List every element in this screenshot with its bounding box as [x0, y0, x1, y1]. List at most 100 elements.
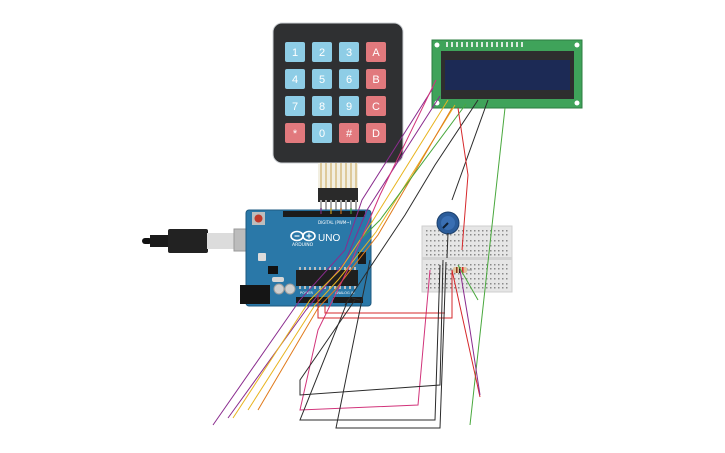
keypad-key-5[interactable]: [312, 69, 332, 89]
lcd-mount-hole: [574, 100, 580, 106]
keypad-key-B[interactable]: [366, 69, 386, 89]
keypad-arduino-wires: [320, 208, 352, 214]
wires: [212, 79, 506, 429]
wire-magenta: [299, 79, 437, 411]
breadboard-hole: [450, 268, 452, 270]
potentiometer[interactable]: [436, 211, 460, 235]
breadboard-hole: [446, 283, 448, 285]
breadboard-hole: [434, 240, 436, 242]
keypad-key-label: *: [293, 128, 298, 140]
breadboard-hole: [426, 268, 428, 270]
keypad-key-7[interactable]: [285, 96, 305, 116]
breadboard-hole: [426, 287, 428, 289]
breadboard-hole: [442, 254, 444, 256]
breadboard-hole: [486, 234, 488, 236]
keypad-key-3[interactable]: [339, 42, 359, 62]
breadboard-hole: [490, 283, 492, 285]
keypad-connector-pins: [320, 200, 357, 210]
breadboard-hole: [474, 234, 476, 236]
breadboard-hole: [466, 250, 468, 252]
breadboard-hole: [434, 283, 436, 285]
keypad-key-2[interactable]: [312, 42, 332, 62]
breadboard-hole: [502, 250, 504, 252]
breadboard-hole: [446, 234, 448, 236]
wire-red: [457, 107, 469, 251]
keypad-key-6[interactable]: [339, 69, 359, 89]
breadboard-hole: [462, 254, 464, 256]
breadboard-hole: [506, 273, 508, 275]
keypad-key-label: 9: [346, 101, 352, 113]
wire-red: [317, 269, 481, 398]
digital-header: [283, 211, 365, 217]
breadboard-hole: [462, 278, 464, 280]
breadboard-hole: [506, 264, 508, 266]
breadboard-hole: [502, 240, 504, 242]
keypad-key-9[interactable]: [339, 96, 359, 116]
breadboard-hole: [450, 245, 452, 247]
wire-black: [451, 99, 489, 201]
breadboard-hole: [426, 230, 428, 232]
breadboard-hole: [498, 283, 500, 285]
keypad-key-A[interactable]: [366, 42, 386, 62]
breadboard-hole: [494, 278, 496, 280]
breadboard-hole: [438, 234, 440, 236]
lcd-module[interactable]: [431, 39, 583, 109]
breadboard[interactable]: [421, 225, 513, 293]
breadboard-hole: [502, 268, 504, 270]
breadboard-hole: [458, 245, 460, 247]
keypad-key-0[interactable]: [312, 123, 332, 143]
breadboard-hole: [470, 230, 472, 232]
breadboard-hole: [458, 234, 460, 236]
breadboard-hole: [490, 268, 492, 270]
keypad-key-label: 8: [319, 101, 325, 113]
breadboard-hole: [482, 287, 484, 289]
breadboard-hole: [430, 250, 432, 252]
keypad-key-*[interactable]: [285, 123, 305, 143]
keypad-key-4[interactable]: [285, 69, 305, 89]
breadboard-hole: [494, 240, 496, 242]
breadboard-hole: [490, 278, 492, 280]
breadboard-hole: [454, 254, 456, 256]
lcd-mount-hole: [574, 42, 580, 48]
arduino-uno[interactable]: DIGITAL (PWM~) ARDUINO UNO: [240, 209, 372, 307]
breadboard-hole: [482, 273, 484, 275]
keypad-key-C[interactable]: [366, 96, 386, 116]
keypad-key-8[interactable]: [312, 96, 332, 116]
breadboard-hole: [502, 273, 504, 275]
keypad-key-#[interactable]: [339, 123, 359, 143]
breadboard-hole: [426, 240, 428, 242]
breadboard-hole: [474, 250, 476, 252]
keypad-key-label: 3: [346, 47, 352, 59]
breadboard-hole: [430, 273, 432, 275]
breadboard-hole: [434, 273, 436, 275]
keypad-key-D[interactable]: [366, 123, 386, 143]
breadboard-hole: [470, 240, 472, 242]
wire-purple: [212, 87, 434, 426]
capacitor: [284, 283, 296, 295]
breadboard-hole: [502, 245, 504, 247]
breadboard-hole: [466, 278, 468, 280]
breadboard-divider: [422, 257, 512, 260]
keypad-key-label: 7: [292, 101, 298, 113]
breadboard-hole: [482, 250, 484, 252]
breadboard-hole: [498, 254, 500, 256]
breadboard-hole: [470, 273, 472, 275]
breadboard-hole: [494, 264, 496, 266]
keypad-key-1[interactable]: [285, 42, 305, 62]
breadboard-hole: [450, 287, 452, 289]
breadboard-hole: [478, 278, 480, 280]
arduino-brand: ARDUINO: [292, 242, 314, 248]
breadboard-hole: [426, 264, 428, 266]
breadboard-hole: [478, 283, 480, 285]
breadboard-hole: [490, 245, 492, 247]
breadboard-hole: [486, 230, 488, 232]
voltage-regulator: [268, 266, 278, 274]
wire-magenta: [459, 269, 481, 396]
breadboard-hole: [462, 264, 464, 266]
breadboard-hole: [490, 264, 492, 266]
keypad-key-label: 0: [319, 128, 325, 140]
breadboard-hole: [442, 250, 444, 252]
breadboard-hole: [502, 264, 504, 266]
breadboard-hole: [438, 287, 440, 289]
